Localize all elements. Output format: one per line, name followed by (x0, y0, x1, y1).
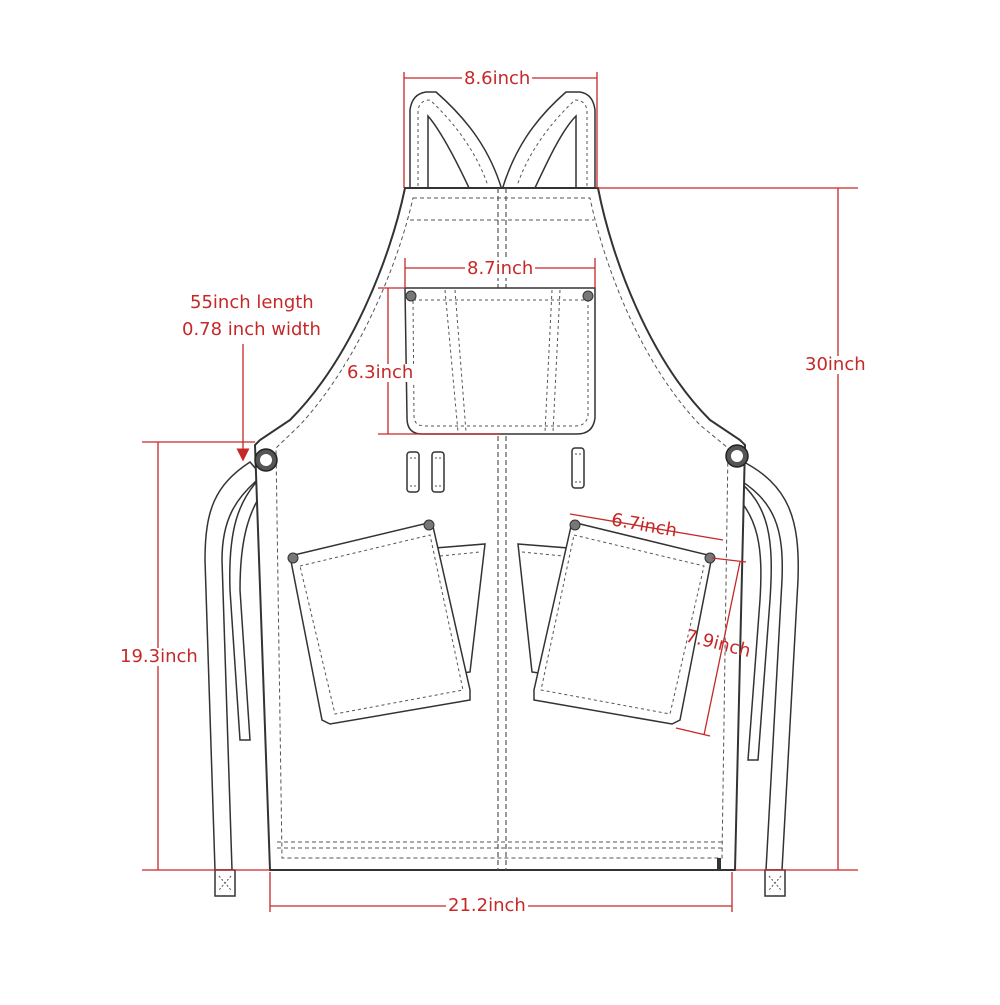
right-pocket (517, 519, 716, 725)
tool-loops (406, 447, 585, 493)
total-length-label: 30inch (803, 354, 868, 375)
grommets (254, 444, 749, 472)
side-length-label: 19.3inch (118, 646, 200, 667)
chest-pocket (404, 287, 596, 435)
bottom-width-label: 21.2inch (446, 895, 528, 916)
chest-pocket-height-label: 6.3inch (345, 362, 416, 383)
left-pocket (287, 519, 486, 725)
strap-spacing-label: 8.6inch (462, 68, 533, 89)
strap-width-label: 0.78 inch width (180, 319, 323, 340)
chest-pocket-width-label: 8.7inch (465, 258, 536, 279)
strap-length-label: 55inch length (188, 292, 316, 313)
shoulder-straps (409, 91, 596, 191)
